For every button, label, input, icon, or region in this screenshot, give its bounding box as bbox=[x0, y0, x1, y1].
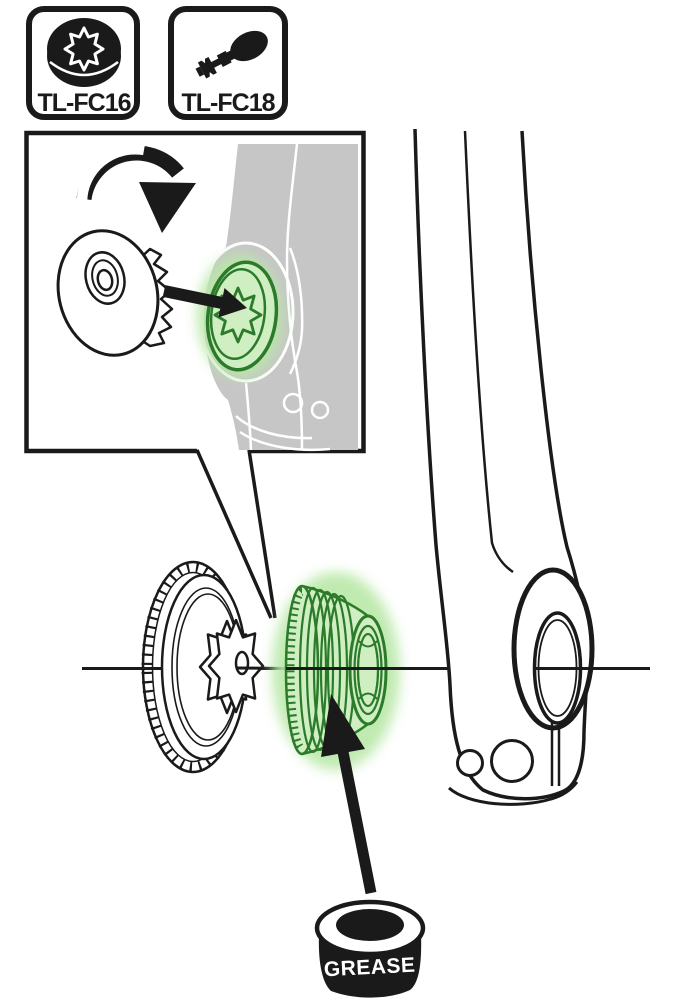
tool-badge-tl-fc18: TL-FC18 bbox=[168, 6, 288, 120]
grease-tub-icon: GREASE bbox=[314, 899, 426, 998]
inset-cap-tool-disc bbox=[56, 229, 174, 357]
inset-crank-cap-highlighted bbox=[197, 254, 283, 378]
pinch-bolt-hole bbox=[456, 749, 484, 777]
threaded-cap-highlighted bbox=[272, 572, 438, 770]
insert-arrow-icon bbox=[162, 285, 247, 318]
splined-cap-tool-icon bbox=[47, 18, 121, 87]
grease-label: GREASE bbox=[323, 954, 416, 982]
rotation-arrow-icon bbox=[76, 144, 196, 233]
crank-arm bbox=[413, 128, 650, 806]
badge-label: TL-FC18 bbox=[182, 89, 276, 117]
crank-cap-disc bbox=[141, 560, 289, 774]
pinch-bolt-hole bbox=[490, 739, 534, 783]
callout-pointer bbox=[195, 447, 277, 619]
plug-install-tool-icon bbox=[195, 30, 268, 79]
grease-arrow-icon bbox=[321, 694, 377, 895]
badge-label: TL-FC16 bbox=[38, 89, 131, 117]
detail-inset-box bbox=[24, 130, 366, 619]
main-exploded-view: GREASE bbox=[82, 128, 650, 998]
tool-badge-tl-fc16: TL-FC16 bbox=[26, 6, 140, 120]
